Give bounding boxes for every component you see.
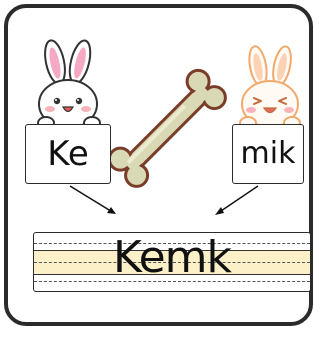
guide-line-base — [34, 274, 310, 275]
syllable-card-second: mik — [232, 124, 304, 184]
guide-line-top — [34, 243, 310, 244]
arrow-right-icon — [215, 185, 259, 215]
guide-line-upper — [34, 250, 310, 251]
guide-line-mid — [34, 262, 310, 263]
bunny-icon — [37, 39, 101, 130]
bunny-laughing-icon — [239, 45, 301, 130]
syllable-first-text: Ke — [47, 134, 89, 174]
syllable-card-first: Ke — [25, 124, 111, 184]
guide-line-bottom — [34, 281, 310, 282]
combined-word: Kemk — [112, 232, 232, 283]
syllable-second-text: mik — [240, 136, 296, 171]
word-writing-box: Kemk — [33, 232, 311, 292]
bone-icon — [107, 68, 227, 188]
arrow-left-icon — [69, 185, 116, 214]
